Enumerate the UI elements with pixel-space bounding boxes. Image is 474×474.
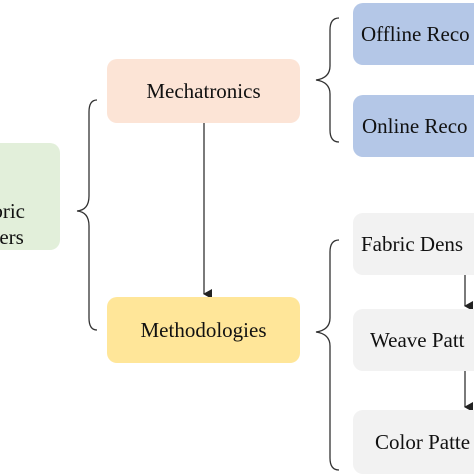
weave-pattern-node: Weave Patt <box>353 309 474 371</box>
color-pattern-label: Color Patte <box>375 429 471 454</box>
methodologies-node: Methodologies <box>107 297 300 363</box>
color-pattern-node: Color Patte <box>353 410 474 474</box>
weave-pattern-label: Weave Patt <box>370 327 465 352</box>
root-node-line-1: abric <box>0 198 25 223</box>
online-recognition-node: Online Reco <box>353 95 474 157</box>
mechatronics-brace <box>315 17 340 143</box>
online-label: Online Reco <box>362 113 468 138</box>
root-node: abric eters <box>0 143 60 250</box>
mechatronics-label: Mechatronics <box>146 78 261 103</box>
methodologies-label: Methodologies <box>140 317 267 342</box>
fabric-density-node: Fabric Dens <box>353 213 474 275</box>
fabric-density-label: Fabric Dens <box>361 231 464 256</box>
mechatronics-node: Mechatronics <box>107 59 300 123</box>
offline-recognition-node: Offline Reco <box>353 3 474 65</box>
root-brace <box>76 99 98 331</box>
root-node-line-2: eters <box>0 224 24 249</box>
methodologies-brace <box>315 239 340 471</box>
offline-label: Offline Reco <box>361 21 470 46</box>
